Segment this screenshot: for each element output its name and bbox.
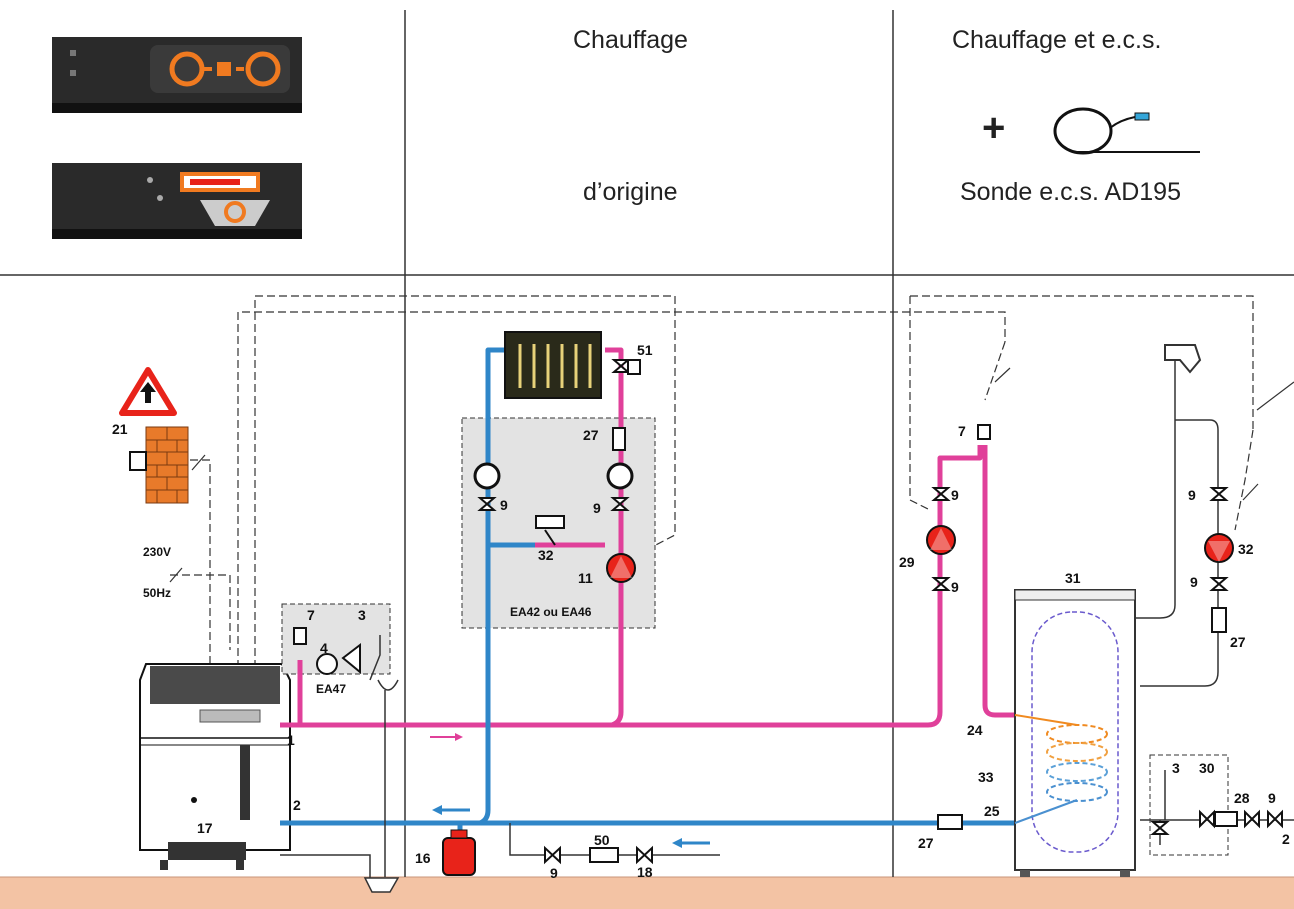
circulator-pump-icon <box>1204 533 1234 563</box>
label-17: 17 <box>197 820 213 836</box>
drain-funnel-icon <box>363 877 400 893</box>
check-valve-icon <box>1211 607 1227 633</box>
circulator-pump-icon <box>606 553 636 583</box>
column-title-chauffage-ecs: Chauffage et e.c.s. <box>952 26 1162 54</box>
bypass-valve-icon <box>535 515 565 529</box>
pressure-gauge-icon <box>473 462 634 490</box>
label-9: 9 <box>951 487 959 503</box>
air-vent-icon <box>977 424 991 440</box>
label-11: 11 <box>578 570 593 586</box>
flow-arrows <box>430 733 710 848</box>
label-18: 18 <box>637 864 653 880</box>
label-21: 21 <box>112 421 128 437</box>
label-9: 9 <box>1268 790 1276 806</box>
mixing-valve-icon <box>1214 811 1238 827</box>
faucet-icon <box>1164 344 1202 374</box>
air-vent-icon <box>293 627 307 645</box>
warning-triangle-icon <box>119 367 177 416</box>
label-3: 3 <box>1172 760 1180 776</box>
label-27: 27 <box>1230 634 1246 650</box>
label-1: 1 <box>287 732 295 748</box>
label-32: 32 <box>1238 541 1254 557</box>
thermostatic-valve-icon <box>627 359 641 375</box>
label-4: 4 <box>320 640 328 656</box>
expansion-vessel-icon <box>442 837 476 876</box>
control-wiring <box>170 295 1254 680</box>
label-2: 2 <box>293 797 301 813</box>
floor-band <box>0 877 1294 909</box>
label-16: 16 <box>415 850 431 866</box>
label-7: 7 <box>958 423 966 439</box>
plus-sign: + <box>982 106 1006 150</box>
label-ea42-ea46: EA42 ou EA46 <box>510 605 592 619</box>
label-9: 9 <box>593 500 601 516</box>
cold-water-pipes <box>280 347 1015 838</box>
sensor-caption: Sonde e.c.s. AD195 <box>960 178 1181 206</box>
label-ea47: EA47 <box>316 682 346 696</box>
label-3: 3 <box>358 607 366 623</box>
safety-valve-icon <box>341 642 361 675</box>
label-25: 25 <box>984 803 1000 819</box>
label-230v: 230V <box>143 545 171 559</box>
label-33: 33 <box>978 769 994 785</box>
label-29: 29 <box>899 554 915 570</box>
label-9: 9 <box>500 497 508 513</box>
label-27: 27 <box>918 835 934 851</box>
label-32: 32 <box>538 547 554 563</box>
label-24: 24 <box>967 722 983 738</box>
hot-water-tank-icon <box>1014 589 1136 877</box>
label-7: 7 <box>307 607 315 623</box>
label-30: 30 <box>1199 760 1215 776</box>
label-50hz: 50Hz <box>143 586 171 600</box>
dhw-sensor-icon <box>1053 107 1200 155</box>
column-subtitle-origine: d’origine <box>583 178 678 206</box>
brick-wall-icon <box>129 426 189 504</box>
label-27: 27 <box>583 427 599 443</box>
label-9: 9 <box>951 579 959 595</box>
filter-icon <box>316 653 338 675</box>
label-50: 50 <box>594 832 610 848</box>
label-28: 28 <box>1234 790 1250 806</box>
label-51: 51 <box>637 342 653 358</box>
radiator-icon <box>504 331 602 399</box>
boiler-icon <box>139 663 291 870</box>
column-title-chauffage: Chauffage <box>573 26 688 54</box>
valve-icons <box>477 359 1283 865</box>
label-9: 9 <box>1190 574 1198 590</box>
label-9: 9 <box>1188 487 1196 503</box>
circulator-pump-icon <box>926 525 956 555</box>
pressure-reducer-icon <box>589 847 619 863</box>
label-9: 9 <box>550 865 558 881</box>
boiler-control-panel-icon <box>52 163 302 239</box>
check-valve-icon <box>937 814 963 830</box>
boiler-control-panel-icon <box>52 37 302 113</box>
label-2: 2 <box>1282 831 1290 847</box>
check-valve-icon <box>612 427 626 451</box>
group-30-box <box>1149 754 1229 856</box>
supply-pipes <box>280 360 1294 880</box>
label-31: 31 <box>1065 570 1081 586</box>
